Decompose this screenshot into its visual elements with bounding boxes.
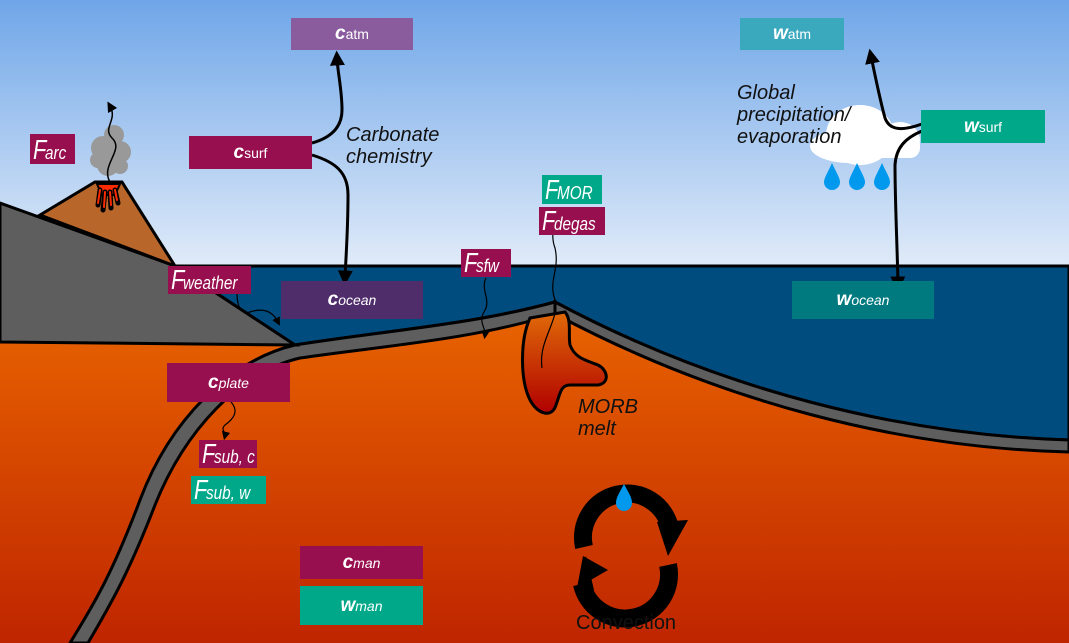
w-surf-to-ocean-arrow xyxy=(890,129,923,292)
cycle-arrows-icon[interactable] xyxy=(573,484,688,628)
subduction-arrow xyxy=(221,401,236,441)
carbonate-chemistry-label: Carbonate chemistry xyxy=(346,124,440,168)
w-surf-to-atm-arrow xyxy=(865,48,923,130)
c-surf-to-atm-arrow xyxy=(311,50,345,145)
volcano-icon xyxy=(36,101,179,269)
water-drop-icon xyxy=(849,163,865,190)
weathering-arrow xyxy=(236,292,280,326)
smoke-cloud xyxy=(90,125,131,176)
water-drop-icon xyxy=(824,163,840,190)
c-surf-to-ocean-arrow xyxy=(311,153,353,286)
water-drop-icon xyxy=(874,163,890,190)
rain-drops xyxy=(824,163,890,190)
seafloor-weathering-arrow xyxy=(481,277,490,340)
arc-degassing-arrow xyxy=(106,101,118,183)
oceanic-plate-right xyxy=(553,299,1069,454)
rain-cloud-icon xyxy=(810,105,920,165)
morb-melt-label: MORB melt xyxy=(578,396,638,440)
morb-melt xyxy=(521,310,608,415)
convection-label: Convection xyxy=(576,612,677,634)
subducting-plate xyxy=(68,300,557,643)
water-drop-icon xyxy=(616,484,632,511)
precipitation-evaporation-label: Global precipitation/ evaporation xyxy=(737,82,851,148)
